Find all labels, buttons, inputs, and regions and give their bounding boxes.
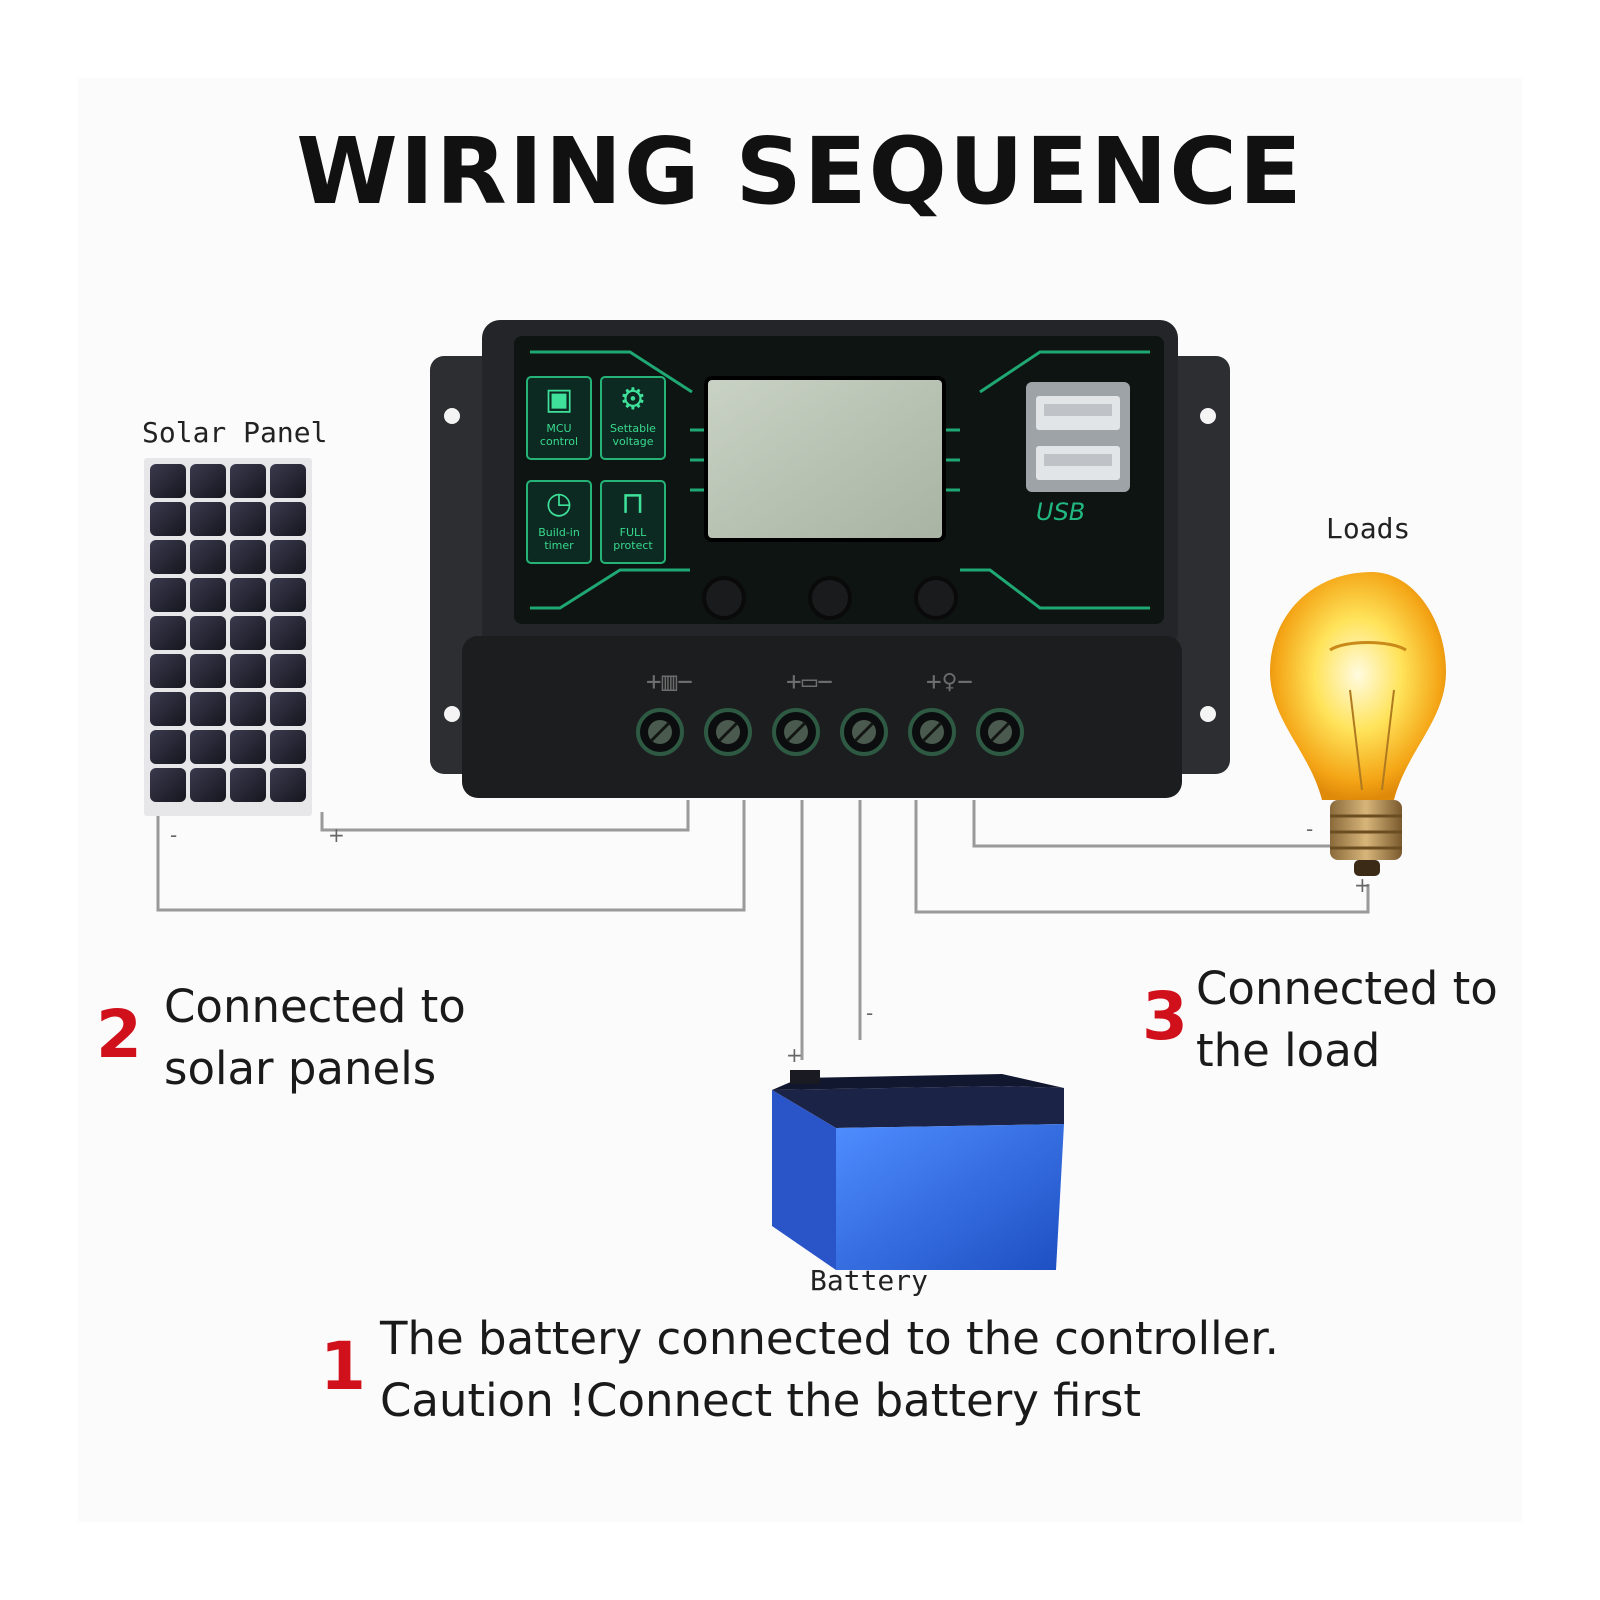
lcd-screen — [704, 376, 946, 542]
step-3-text: Connected to the load — [1196, 958, 1498, 1082]
solar-cell — [150, 692, 186, 726]
terminal-screw — [636, 708, 684, 756]
step-3-line-1: Connected to — [1196, 962, 1498, 1015]
solar-cell — [270, 654, 306, 688]
loads-label: Loads — [1326, 512, 1411, 545]
step-1-number: 1 — [320, 1328, 366, 1405]
solar-cell — [150, 464, 186, 498]
step-2-line-2: solar panels — [164, 1042, 437, 1095]
terminal-screw — [840, 708, 888, 756]
wires — [156, 800, 1370, 1060]
step-1-line-2: Caution !Connect the battery first — [380, 1374, 1142, 1427]
solar-cell — [150, 502, 186, 536]
page-title: WIRING SEQUENCE — [296, 118, 1304, 225]
solar-cell — [270, 502, 306, 536]
solar-cell — [270, 464, 306, 498]
gear-icon: ⚙ — [619, 382, 647, 417]
solar-cell — [230, 730, 266, 764]
chip-icon: ▣ — [544, 382, 574, 417]
terminal-screw — [704, 708, 752, 756]
solar-cell — [230, 540, 266, 574]
battery — [772, 1070, 1064, 1270]
solar-cell — [190, 502, 226, 536]
solar-cell — [150, 616, 186, 650]
solar-cell — [190, 692, 226, 726]
menu-button — [702, 576, 746, 620]
solar-negative-wire — [156, 800, 746, 912]
solar-cell — [230, 502, 266, 536]
solar-panel-label: Solar Panel — [142, 416, 328, 449]
solar-cell — [270, 616, 306, 650]
badge-text: FULL protect — [613, 526, 653, 552]
solar-cell — [150, 578, 186, 612]
solar-cell — [270, 692, 306, 726]
solar-cell — [230, 768, 266, 802]
charge-controller: USB +▥− +▭− +♀− — [430, 320, 1230, 798]
usb-label: USB — [1036, 498, 1085, 526]
solar-cell — [230, 578, 266, 612]
step-2-number: 2 — [96, 996, 142, 1073]
svg-text:+▭−: +▭− — [786, 667, 833, 697]
badge-text: MCU control — [539, 422, 579, 448]
solar-cell — [270, 768, 306, 802]
solar-panel — [144, 458, 312, 816]
svg-text:+▥−: +▥− — [646, 667, 693, 697]
badge-text: Build-in timer — [538, 526, 580, 552]
usb-ports — [1026, 382, 1130, 492]
solar-cell — [190, 730, 226, 764]
solar-cell — [150, 540, 186, 574]
solar-cell — [190, 768, 226, 802]
full-protect-badge: ⊓ FULL protect — [600, 480, 666, 564]
terminal-screws — [636, 708, 1024, 756]
load-negative-wire — [972, 800, 1340, 848]
solar-cell — [190, 654, 226, 688]
solar-positive-wire — [320, 800, 690, 832]
solar-cell — [270, 578, 306, 612]
solar-cell — [270, 540, 306, 574]
step-1-line-1: The battery connected to the controller. — [380, 1312, 1279, 1365]
lock-icon: ⊓ — [621, 486, 645, 521]
solar-cell — [230, 464, 266, 498]
mcu-control-badge: ▣ MCU control — [526, 376, 592, 460]
terminal-screw — [908, 708, 956, 756]
battery-label: Battery — [810, 1264, 929, 1297]
solar-cell — [150, 654, 186, 688]
solar-cell — [190, 616, 226, 650]
light-bulb — [1270, 572, 1446, 876]
solar-cell — [190, 464, 226, 498]
background-panel — [78, 78, 1522, 1522]
badge-text: Settable voltage — [610, 422, 656, 448]
solar-cell — [230, 692, 266, 726]
polarity-mark: + — [786, 1043, 803, 1067]
polarity-mark: + — [1354, 873, 1371, 897]
step-1-text: The battery connected to the controller.… — [380, 1308, 1279, 1432]
settable-voltage-badge: ⚙ Settable voltage — [600, 376, 666, 460]
build-in-timer-badge: ◷ Build-in timer — [526, 480, 592, 564]
polarity-mark: - — [866, 1001, 873, 1025]
solar-cell — [190, 540, 226, 574]
solar-cell — [190, 578, 226, 612]
polarity-mark: - — [170, 823, 177, 847]
svg-text:+♀−: +♀− — [926, 667, 973, 697]
polarity-mark: + — [328, 823, 345, 847]
terminal-screw — [976, 708, 1024, 756]
down-button — [914, 576, 958, 620]
solar-cell — [230, 616, 266, 650]
step-2-line-1: Connected to — [164, 980, 466, 1033]
solar-cell — [150, 768, 186, 802]
clock-icon: ◷ — [545, 486, 573, 521]
up-button — [808, 576, 852, 620]
polarity-mark: - — [1306, 817, 1313, 841]
step-3-number: 3 — [1142, 978, 1188, 1055]
load-positive-wire — [914, 800, 1370, 914]
solar-cell — [230, 654, 266, 688]
terminal-screw — [772, 708, 820, 756]
step-2-text: Connected to solar panels — [164, 976, 466, 1100]
solar-cell — [270, 730, 306, 764]
step-3-line-2: the load — [1196, 1024, 1381, 1077]
solar-cell — [150, 730, 186, 764]
